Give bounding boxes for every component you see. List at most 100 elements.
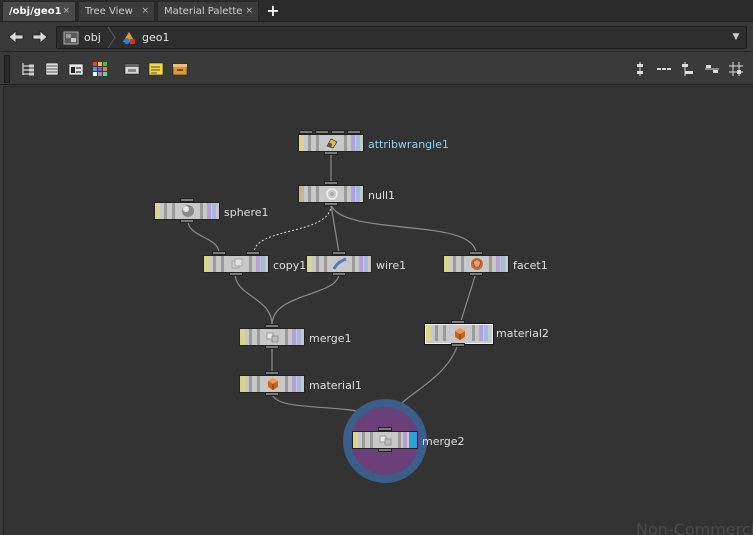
input-port[interactable] bbox=[246, 251, 260, 255]
node-material2[interactable] bbox=[425, 324, 493, 344]
display-flag[interactable] bbox=[409, 432, 417, 448]
tab-material-palette[interactable]: Material Palette × bbox=[157, 1, 259, 21]
input-port[interactable] bbox=[332, 251, 346, 255]
template-flag[interactable] bbox=[292, 376, 296, 392]
node-label[interactable]: wire1 bbox=[376, 259, 407, 272]
node-label[interactable]: merge2 bbox=[422, 435, 465, 448]
node-label[interactable]: material2 bbox=[496, 327, 549, 340]
output-port[interactable] bbox=[324, 202, 338, 206]
template-flag[interactable] bbox=[403, 432, 407, 448]
display-flag[interactable] bbox=[484, 325, 488, 341]
subnet-button[interactable] bbox=[172, 61, 188, 77]
bypass-flag[interactable] bbox=[240, 329, 245, 345]
crumb-obj[interactable]: obj bbox=[63, 27, 101, 48]
node-label[interactable]: material1 bbox=[309, 379, 362, 392]
node-label[interactable]: facet1 bbox=[513, 259, 548, 272]
node-label[interactable]: null1 bbox=[368, 189, 396, 202]
input-port[interactable] bbox=[378, 427, 392, 431]
display-flag[interactable] bbox=[261, 256, 265, 272]
node-label[interactable]: merge1 bbox=[309, 332, 352, 345]
bypass-flag[interactable] bbox=[353, 432, 358, 448]
output-port[interactable] bbox=[180, 219, 194, 223]
bypass-flag[interactable] bbox=[155, 203, 160, 219]
input-port[interactable] bbox=[315, 130, 329, 134]
node-facet1[interactable] bbox=[443, 255, 509, 273]
display-flag[interactable] bbox=[364, 256, 368, 272]
node-wire1[interactable] bbox=[306, 255, 372, 273]
parameter-view-button[interactable] bbox=[68, 61, 84, 77]
bypass-flag[interactable] bbox=[307, 256, 312, 272]
bypass-flag[interactable] bbox=[240, 376, 245, 392]
input-port[interactable] bbox=[324, 181, 338, 185]
display-flag[interactable] bbox=[297, 329, 301, 345]
forward-button[interactable] bbox=[30, 27, 50, 47]
bypass-flag[interactable] bbox=[299, 135, 304, 151]
template-flag[interactable] bbox=[256, 256, 260, 272]
node-material1[interactable] bbox=[239, 375, 305, 393]
input-port[interactable] bbox=[347, 130, 361, 134]
back-button[interactable] bbox=[6, 27, 26, 47]
output-port[interactable] bbox=[324, 151, 338, 155]
node-attribwrangle1[interactable] bbox=[298, 134, 364, 152]
input-port[interactable] bbox=[469, 251, 483, 255]
crumb-geo1[interactable]: geo1 bbox=[121, 27, 169, 48]
template-flag[interactable] bbox=[359, 256, 363, 272]
network-box-button[interactable] bbox=[124, 61, 140, 77]
distribute-horizontal-button[interactable] bbox=[704, 61, 720, 77]
input-port[interactable] bbox=[180, 198, 194, 202]
node-merge1[interactable] bbox=[239, 328, 305, 346]
output-port[interactable] bbox=[229, 272, 243, 276]
list-view-button[interactable] bbox=[44, 61, 60, 77]
grid-snap-button[interactable] bbox=[728, 61, 744, 77]
align-left-button[interactable] bbox=[680, 61, 696, 77]
output-port[interactable] bbox=[332, 272, 346, 276]
template-flag[interactable] bbox=[479, 325, 483, 341]
input-port[interactable] bbox=[265, 324, 279, 328]
path-field[interactable]: obj geo1 ▼ bbox=[56, 26, 747, 49]
add-tab-button[interactable]: + bbox=[266, 1, 280, 20]
template-flag[interactable] bbox=[351, 186, 355, 202]
network-editor[interactable]: attribwrangle1 null1 sphere1 bbox=[3, 86, 753, 535]
output-port[interactable] bbox=[451, 343, 465, 347]
display-flag[interactable] bbox=[501, 256, 505, 272]
align-vertical-button[interactable] bbox=[632, 61, 648, 77]
bypass-flag[interactable] bbox=[444, 256, 449, 272]
tab-obj-geo1[interactable]: /obj/geo1 × bbox=[2, 1, 76, 21]
bypass-flag[interactable] bbox=[204, 256, 209, 272]
output-port[interactable] bbox=[265, 345, 279, 349]
output-port[interactable] bbox=[378, 448, 392, 452]
input-port[interactable] bbox=[299, 130, 313, 134]
input-port[interactable] bbox=[265, 371, 279, 375]
template-flag[interactable] bbox=[496, 256, 500, 272]
sticky-note-button[interactable] bbox=[148, 61, 164, 77]
node-copy1[interactable] bbox=[203, 255, 269, 273]
tree-view-button[interactable] bbox=[20, 61, 36, 77]
output-port[interactable] bbox=[469, 272, 483, 276]
template-flag[interactable] bbox=[351, 135, 355, 151]
path-dropdown-arrow-icon[interactable]: ▼ bbox=[732, 32, 740, 42]
template-flag[interactable] bbox=[292, 329, 296, 345]
tab-close-icon[interactable]: × bbox=[141, 6, 149, 16]
node-label[interactable]: attribwrangle1 bbox=[368, 138, 449, 151]
bypass-flag[interactable] bbox=[426, 325, 431, 341]
tab-close-icon[interactable]: × bbox=[62, 6, 70, 16]
output-port[interactable] bbox=[265, 392, 279, 396]
node-merge2[interactable] bbox=[352, 431, 418, 449]
template-flag[interactable] bbox=[207, 203, 211, 219]
input-port[interactable] bbox=[212, 251, 226, 255]
straighten-horizontal-button[interactable] bbox=[656, 61, 672, 77]
node-label[interactable]: sphere1 bbox=[224, 206, 269, 219]
node-sphere1[interactable] bbox=[154, 202, 220, 220]
input-port[interactable] bbox=[331, 130, 345, 134]
display-flag[interactable] bbox=[356, 186, 360, 202]
display-flag[interactable] bbox=[212, 203, 216, 219]
bypass-flag[interactable] bbox=[299, 186, 304, 202]
color-palette-button[interactable] bbox=[92, 61, 108, 77]
tab-close-icon[interactable]: × bbox=[245, 6, 253, 16]
display-flag[interactable] bbox=[356, 135, 360, 151]
node-null1[interactable] bbox=[298, 185, 364, 203]
node-label[interactable]: copy1 bbox=[273, 259, 307, 272]
input-port[interactable] bbox=[451, 320, 465, 324]
display-flag[interactable] bbox=[297, 376, 301, 392]
tab-tree-view[interactable]: Tree View × bbox=[78, 1, 155, 21]
